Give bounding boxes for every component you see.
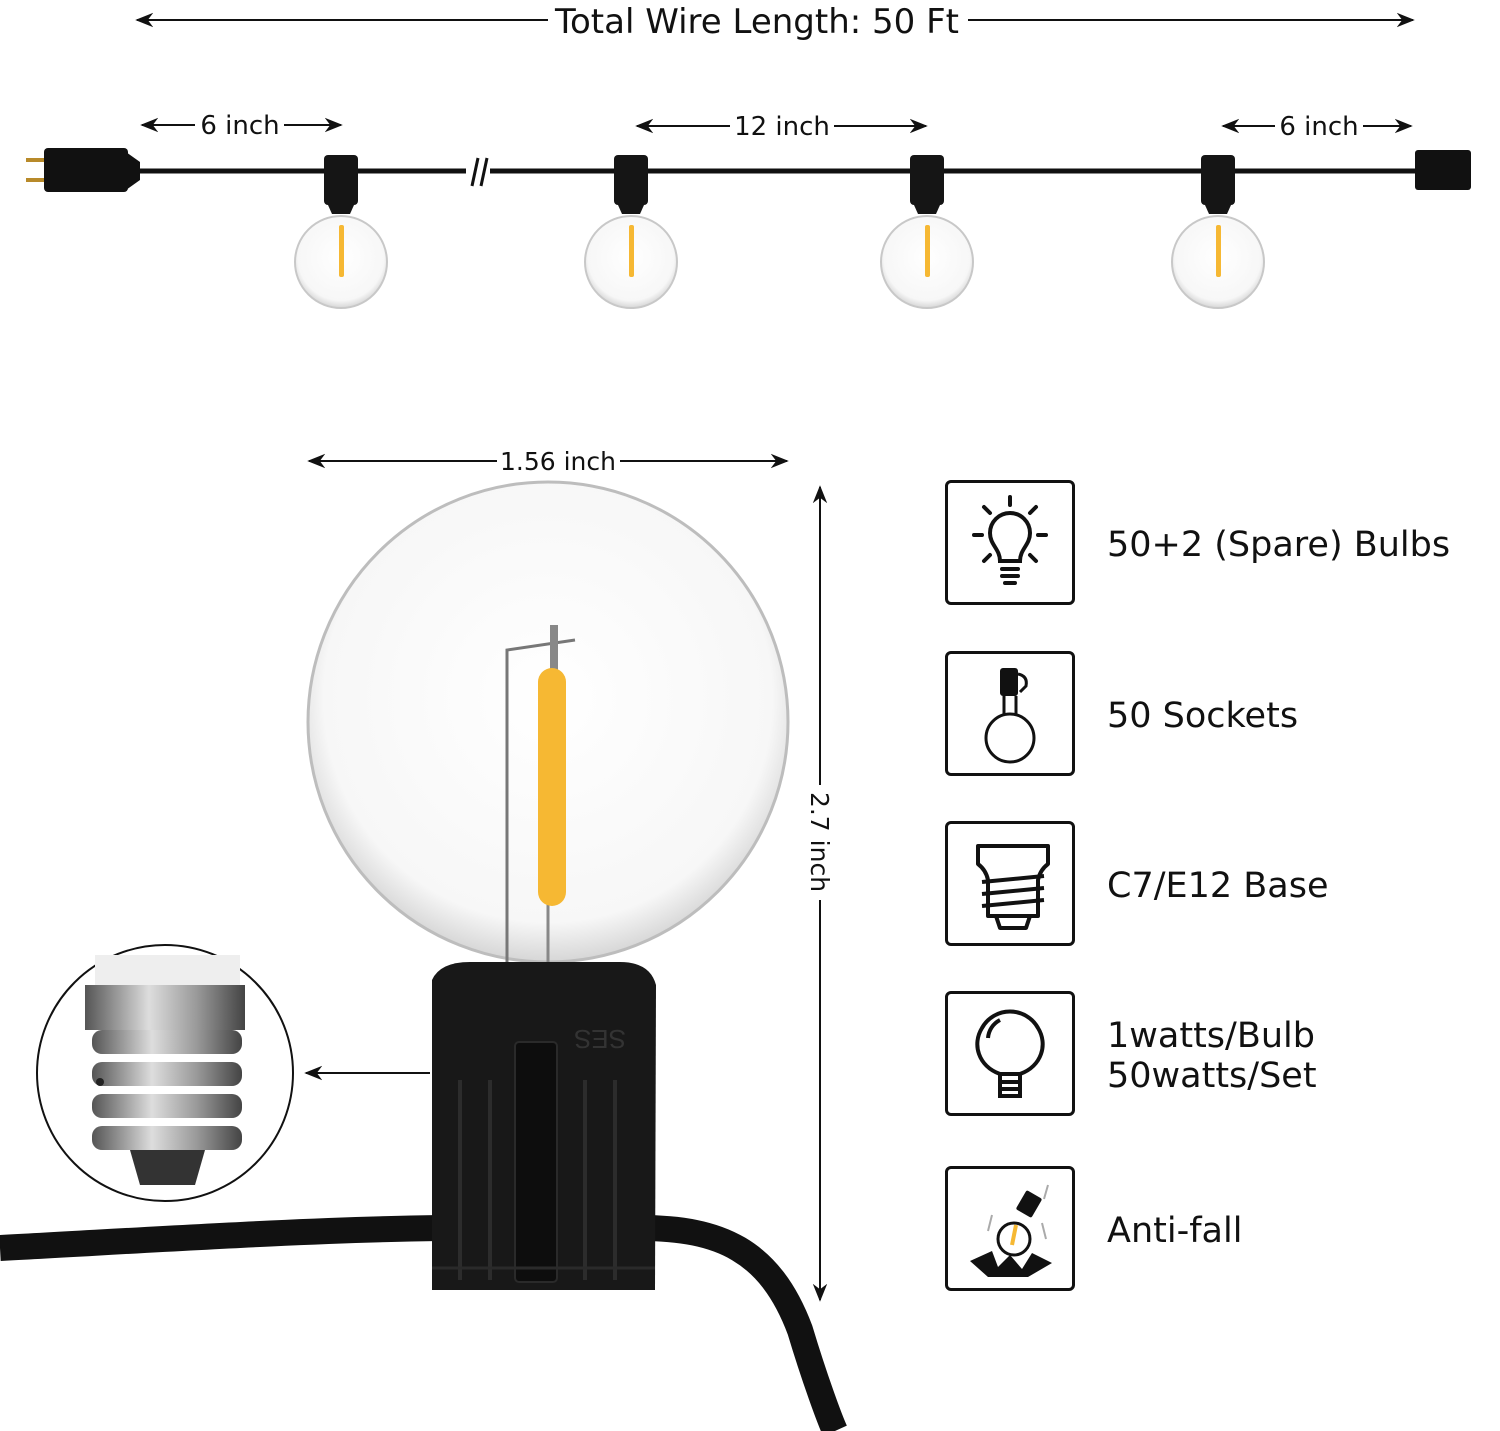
svg-text:6 inch: 6 inch bbox=[200, 111, 279, 141]
feature-sockets: 50 Sockets bbox=[945, 651, 1495, 781]
small-bulb bbox=[1171, 155, 1265, 309]
socket-icon bbox=[945, 651, 1075, 776]
spacing-left-dimension: 6 inch bbox=[140, 111, 343, 141]
svg-text:12 inch: 12 inch bbox=[734, 112, 830, 142]
feature-bulbs: 50+2 (Spare) Bulbs bbox=[945, 480, 1495, 610]
svg-text:6 inch: 6 inch bbox=[1279, 112, 1358, 142]
spacing-middle-dimension: 12 inch bbox=[635, 112, 928, 142]
feature-wattage: 1watts/Bulb 50watts/Set bbox=[945, 991, 1495, 1121]
feature-anti-fall: Anti-fall bbox=[945, 1166, 1495, 1296]
feature-label: 1watts/Bulb 50watts/Set bbox=[1107, 1016, 1317, 1096]
bulb-glow-icon bbox=[945, 480, 1075, 605]
female-end-connector bbox=[1415, 150, 1471, 190]
svg-text:2.7 inch: 2.7 inch bbox=[805, 792, 834, 892]
total-length-dimension: Total Wire Length: 50 Ft bbox=[135, 2, 1415, 42]
small-bulbs bbox=[294, 155, 1265, 309]
base-closeup-inset bbox=[36, 944, 430, 1202]
feature-label: 50+2 (Spare) Bulbs bbox=[1107, 525, 1451, 565]
small-bulb bbox=[880, 155, 974, 309]
feature-label: 50 Sockets bbox=[1107, 696, 1299, 736]
svg-text:SES: SES bbox=[574, 1024, 626, 1054]
feature-label: C7/E12 Base bbox=[1107, 866, 1329, 906]
small-bulb bbox=[294, 155, 388, 309]
male-plug bbox=[26, 148, 140, 192]
wire-break-mark bbox=[470, 157, 489, 187]
bulb-width-dimension: 1.56 inch bbox=[307, 447, 789, 476]
spacing-right-dimension: 6 inch bbox=[1221, 112, 1413, 142]
bulb-height-dimension: 2.7 inch bbox=[805, 485, 834, 1302]
total-length-label: Total Wire Length: 50 Ft bbox=[554, 2, 959, 42]
screw-base-icon bbox=[945, 821, 1075, 946]
large-bulb-detail: SES bbox=[0, 480, 847, 1431]
feature-label: Anti-fall bbox=[1107, 1211, 1243, 1251]
anti-fall-icon bbox=[945, 1166, 1075, 1291]
filament bbox=[538, 668, 566, 906]
small-bulb bbox=[584, 155, 678, 309]
light-string-wire bbox=[26, 148, 1471, 192]
feature-base: C7/E12 Base bbox=[945, 821, 1495, 951]
svg-text:1.56 inch: 1.56 inch bbox=[500, 447, 616, 476]
globe-bulb-icon bbox=[945, 991, 1075, 1116]
